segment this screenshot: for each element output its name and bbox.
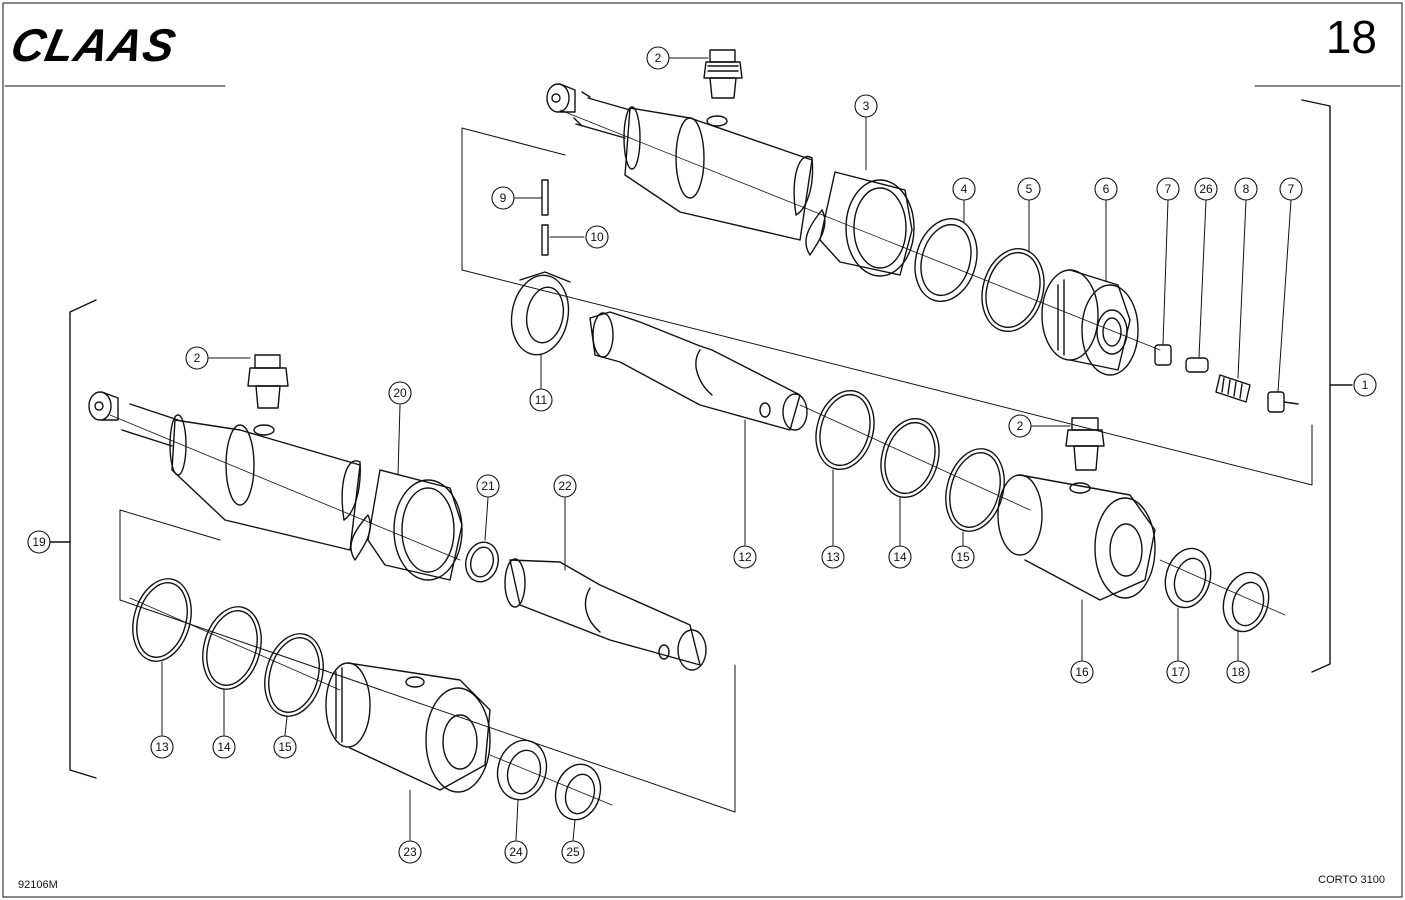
callout-7[interactable]: 7: [1279, 177, 1303, 201]
callout-1[interactable]: 1: [1353, 373, 1377, 397]
callout-label: 13: [826, 550, 840, 564]
callout-label: 16: [1075, 665, 1089, 679]
callout-18[interactable]: 18: [1226, 660, 1250, 684]
callout-label: 17: [1171, 665, 1185, 679]
callout-15[interactable]: 15: [951, 545, 975, 569]
callout-label: 2: [1017, 419, 1024, 433]
leader-lines: [161, 57, 1292, 841]
callout-label: 23: [403, 845, 417, 859]
callout-14[interactable]: 14: [888, 545, 912, 569]
callout-label: 21: [481, 479, 495, 493]
callout-3[interactable]: 3: [854, 94, 878, 118]
callout-label: 8: [1243, 182, 1250, 196]
group-bracket-19: [69, 299, 97, 779]
callout-label: 3: [863, 99, 870, 113]
callout-21[interactable]: 21: [476, 474, 500, 498]
callout-label: 11: [535, 393, 548, 407]
callout-4[interactable]: 4: [952, 177, 976, 201]
callout-label: 26: [1199, 182, 1213, 196]
callout-label: 5: [1026, 182, 1033, 196]
callout-8[interactable]: 8: [1234, 177, 1258, 201]
callout-10[interactable]: 10: [585, 225, 609, 249]
upper-cylinder-assembly: [461, 49, 1353, 673]
callout-label: 24: [509, 845, 523, 859]
callout-19[interactable]: 19: [27, 530, 51, 554]
callout-label: 19: [32, 535, 46, 549]
callout-2[interactable]: 2: [185, 346, 209, 370]
callout-label: 1: [1362, 378, 1369, 392]
callout-5[interactable]: 5: [1017, 177, 1041, 201]
group-bracket-1: [1301, 99, 1331, 673]
page-number: 18: [1325, 11, 1377, 63]
callout-label: 14: [893, 550, 907, 564]
callout-label: 15: [956, 550, 970, 564]
rod-and-gland-assembly: [510, 179, 1286, 633]
callout-22[interactable]: 22: [553, 474, 577, 498]
cylinder-barrel-3: [624, 107, 813, 241]
callout-20[interactable]: 20: [388, 381, 412, 405]
callout-12[interactable]: 12: [733, 545, 757, 569]
callout-label: 25: [566, 845, 580, 859]
callout-23[interactable]: 23: [398, 840, 422, 864]
callout-24[interactable]: 24: [504, 840, 528, 864]
callout-15[interactable]: 15: [273, 735, 297, 759]
callout-2[interactable]: 2: [646, 46, 670, 70]
callout-balloons: 2 3 4 5 6 7 26 8 7 1 9 10 11 12 13 14 15…: [27, 46, 1377, 864]
callout-label: 18: [1231, 665, 1245, 679]
model-name: CORTO 3100: [1318, 874, 1385, 886]
callout-2[interactable]: 2: [1008, 414, 1032, 438]
callout-label: 22: [558, 479, 572, 493]
callout-17[interactable]: 17: [1166, 660, 1190, 684]
callout-25[interactable]: 25: [561, 840, 585, 864]
callout-13[interactable]: 13: [821, 545, 845, 569]
drawing-code: 92106M: [18, 879, 58, 891]
callout-label: 2: [655, 51, 662, 65]
callout-label: 7: [1165, 182, 1172, 196]
callout-14[interactable]: 14: [212, 735, 236, 759]
callout-label: 13: [155, 740, 169, 754]
callout-13[interactable]: 13: [150, 735, 174, 759]
callout-9[interactable]: 9: [491, 186, 515, 210]
callout-16[interactable]: 16: [1070, 660, 1094, 684]
callout-label: 15: [278, 740, 292, 754]
callout-label: 14: [217, 740, 231, 754]
callout-label: 10: [590, 230, 604, 244]
callout-label: 2: [194, 351, 201, 365]
lower-cylinder-assembly: [49, 299, 736, 821]
callout-label: 4: [961, 182, 968, 196]
callout-label: 12: [738, 550, 752, 564]
callout-label: 20: [393, 386, 407, 400]
upper-subframe: [461, 127, 1313, 486]
callout-26[interactable]: 26: [1194, 177, 1218, 201]
callout-7[interactable]: 7: [1156, 177, 1180, 201]
callout-label: 7: [1288, 182, 1295, 196]
callout-label: 9: [500, 191, 507, 205]
lower-subframe: [119, 509, 736, 813]
callout-6[interactable]: 6: [1094, 177, 1118, 201]
callout-11[interactable]: 11: [529, 388, 553, 412]
callout-label: 6: [1103, 182, 1110, 196]
